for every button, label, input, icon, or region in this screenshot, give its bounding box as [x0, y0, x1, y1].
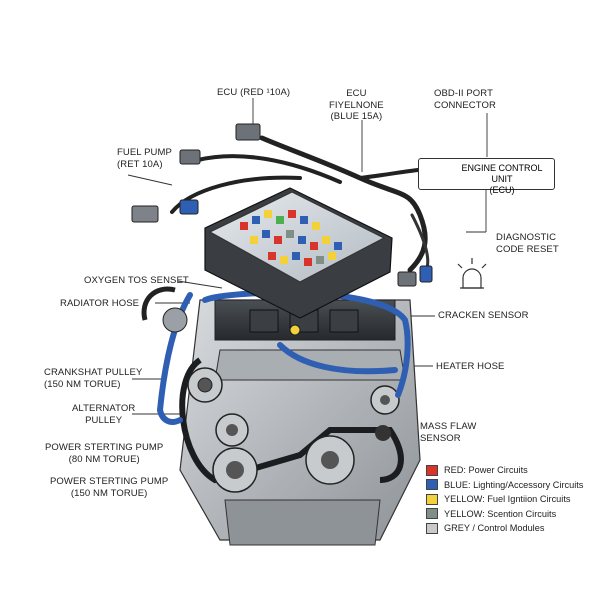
- label-crankshaft-pulley: CRANKSHAT PULLEY (150 NM TORUE): [44, 367, 143, 390]
- pulley-assembly: [179, 357, 404, 493]
- label-obd-port: OBD-II PORT CONNECTOR: [434, 88, 496, 111]
- label-cracken-sensor: CRACKEN SENSOR: [438, 310, 529, 321]
- label-power-steering-pump-80: POWER STERTING PUMP (80 NM TORUE): [45, 442, 164, 465]
- label-power-steering-pump-150: POWER STERTING PUMP (150 NM TORUE): [50, 476, 169, 499]
- warning-beacon-icon: [457, 258, 487, 289]
- legend-label: GREY / Control Modules: [444, 523, 545, 534]
- legend-item: YELLOW: Scention Circuits: [426, 507, 596, 522]
- label-alternator-pulley: ALTERNATOR PULLEY: [72, 403, 136, 426]
- label-ecu-fiyelnone: ECU FIYELNONE (BLUE 15A): [329, 88, 384, 122]
- legend-label: BLUE: Lighting/Accessory Circuits: [444, 479, 584, 490]
- color-legend: RED: Power Circuits BLUE: Lighting/Acces…: [426, 463, 596, 536]
- label-diagnostic: DIAGNOSTIC CODE RESET: [496, 232, 559, 255]
- legend-swatch: [426, 464, 438, 476]
- label-mass-flaw-sensor: MASS FLAW SENSOR: [420, 421, 477, 444]
- legend-swatch: [426, 479, 438, 491]
- fuse-box: [204, 187, 393, 319]
- legend-item: BLUE: Lighting/Accessory Circuits: [426, 478, 596, 493]
- legend-swatch: [426, 508, 438, 520]
- turbo-housing: [162, 307, 188, 333]
- legend-item: GREY / Control Modules: [426, 521, 596, 536]
- legend-label: RED: Power Circuits: [444, 465, 528, 476]
- label-fuel-pump: FUEL PUMP (RET 10A): [117, 147, 172, 170]
- wiring-harness: [170, 135, 430, 274]
- label-heater-hose: HEATER HOSE: [436, 361, 505, 372]
- radiator-hose: [141, 286, 176, 321]
- ecu-callout-box: ENGINE CONTROL UNIT (ECU): [418, 158, 555, 195]
- legend-item: YELLOW: Fuel Igntiion Circuits: [426, 492, 596, 507]
- connector-plug-icon: [131, 123, 433, 287]
- label-radiator-hose: RADIATOR HOSE: [60, 298, 140, 309]
- engine-block: [179, 299, 421, 546]
- label-ecu-box: ENGINE CONTROL UNIT (ECU): [461, 163, 543, 195]
- legend-label: YELLOW: Scention Circuits: [444, 508, 557, 519]
- coolant-hoses: [157, 289, 411, 425]
- label-ecu-fuse: ECU (RED ¹10A): [217, 87, 291, 98]
- legend-swatch: [426, 522, 438, 534]
- legend-swatch: [426, 493, 438, 505]
- label-oxygen-sensor: OXYGEN TOS SENSET: [84, 275, 189, 286]
- legend-item: RED: Power Circuits: [426, 463, 596, 478]
- legend-label: YELLOW: Fuel Igntiion Circuits: [444, 494, 571, 505]
